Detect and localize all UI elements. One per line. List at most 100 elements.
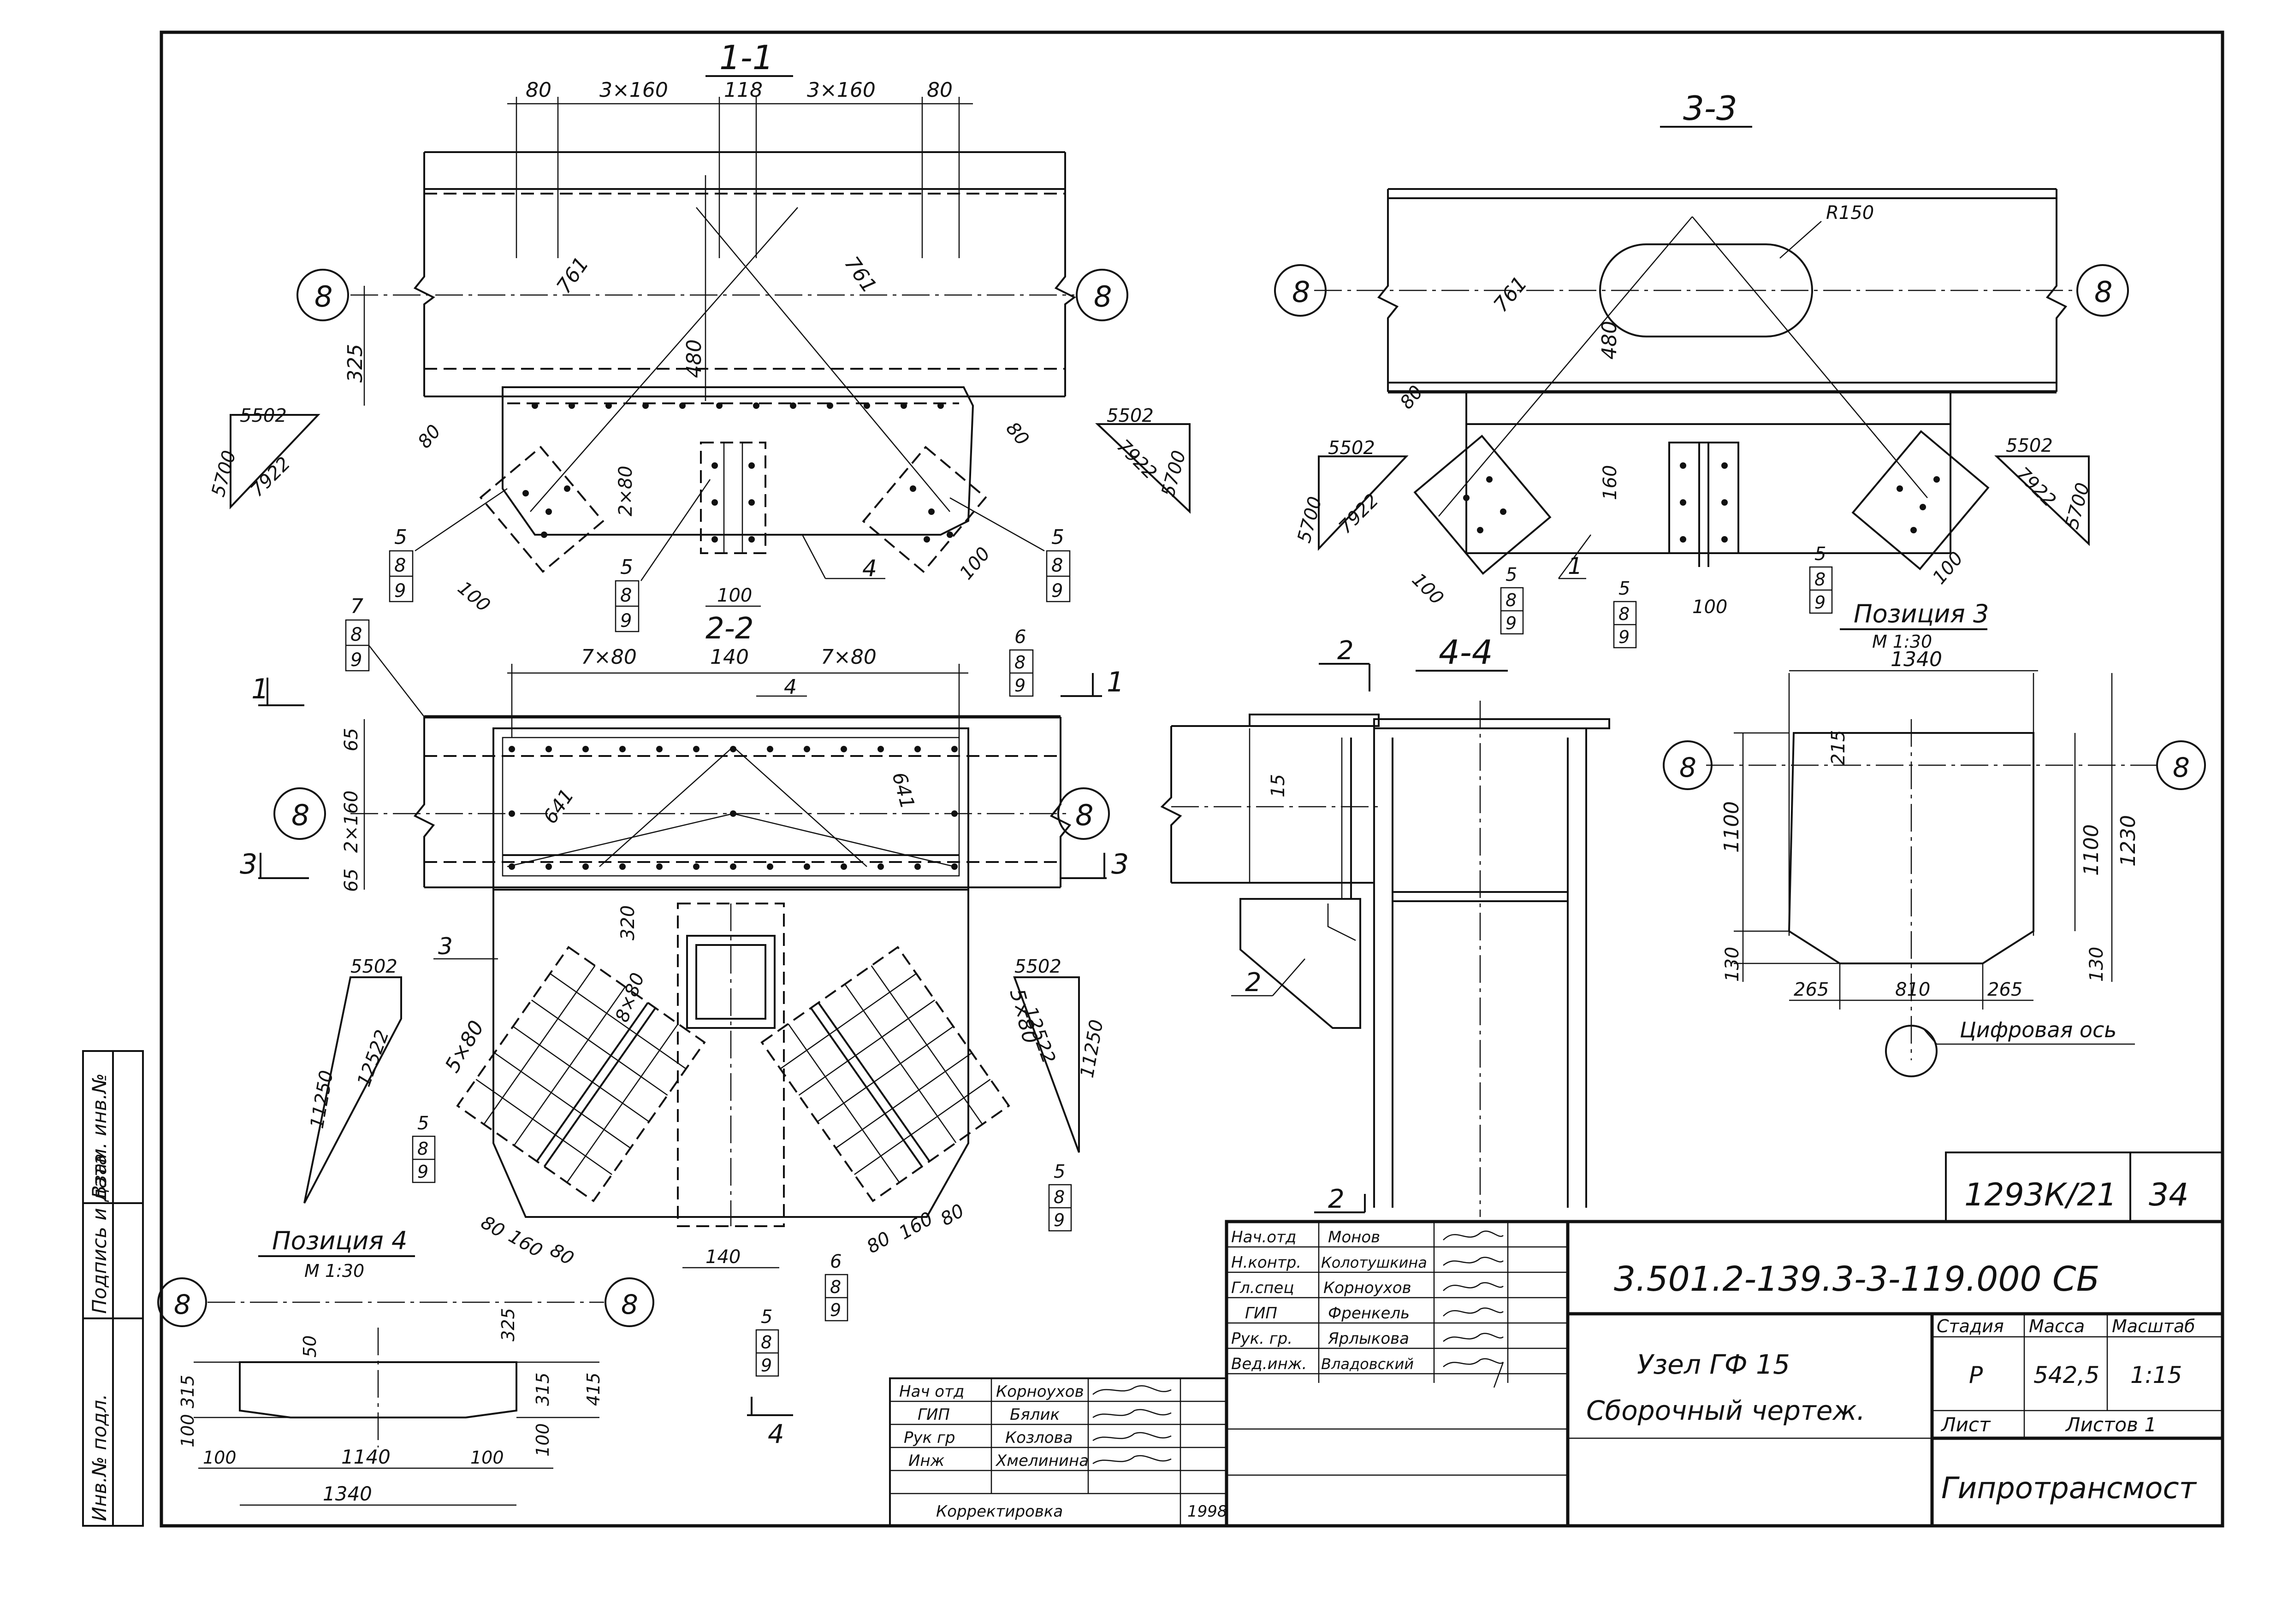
slope-a-v-33l: 5502: [1328, 437, 1375, 459]
position3-title: Позиция 3: [1854, 599, 1989, 628]
pos-9-g1: 9: [417, 1162, 428, 1182]
cut-mark-3-right: 3: [1111, 848, 1129, 880]
dim-761-left: 761: [552, 253, 593, 298]
pos-9-a: 9: [394, 580, 406, 602]
stamp-name-2: Корноухов: [1323, 1279, 1411, 1297]
dim-100-center: 100: [717, 585, 752, 606]
dim-265-p3-right: 265: [1987, 979, 2022, 1000]
dim-325-p4: 325: [498, 1308, 518, 1341]
dim-100-p4-right: 100: [470, 1447, 504, 1468]
dim-15: 15: [1268, 774, 1289, 797]
pos-8-b: 8: [620, 585, 632, 606]
dim-80-lower-right: 80: [1002, 418, 1033, 450]
dim-80-left: 80: [526, 78, 551, 102]
strip-label-replace: Взам. инв.№: [88, 1073, 111, 1199]
dim-1340-p3: 1340: [1891, 648, 1942, 671]
pos-8-a: 8: [394, 555, 406, 576]
stamp-scale: 1:15: [2130, 1362, 2182, 1388]
dim-1230-p3: 1230: [2116, 815, 2140, 867]
dim-7x80-left: 7×80: [581, 645, 637, 669]
dim-3x160-left: 3×160: [599, 78, 668, 102]
dim-315-p4-right: 315: [533, 1372, 553, 1406]
stamp-mass: 542,5: [2033, 1362, 2099, 1388]
dim-315-p4-left: 315: [178, 1375, 198, 1408]
slot-r150: [1599, 243, 1813, 337]
dim-641-right: 641: [888, 770, 919, 811]
slope-a-v-right: 5502: [1107, 405, 1154, 426]
slope-a-s-33l: 7922: [1335, 490, 1383, 538]
pos-8-33c: 8: [1814, 569, 1826, 590]
stamp-inventory-no: 1293К/21: [1964, 1177, 2117, 1213]
stamp-title-2: Сборочный чертеж.: [1586, 1395, 1865, 1426]
stamp2-name-1: Бялик: [1010, 1405, 1060, 1424]
view-1-1: 1-1 80 3×160 118 3×160 80 761 761 480: [207, 38, 1191, 632]
slope-b-v-right: 5502: [1014, 956, 1061, 977]
stamp-code: 3.501.2-139.3-3-119.000 СБ: [1614, 1259, 2099, 1299]
dim-480-33: 480: [1598, 321, 1621, 360]
digital-axis-label: Цифровая ось: [1960, 1017, 2116, 1042]
stamp2-role-0: Нач отд: [899, 1382, 964, 1401]
dim-2x160: 2×160: [341, 791, 362, 853]
stamp-correction: Нач отд ГИП Рук гр Инж Корноухов Бялик К…: [889, 1377, 1227, 1527]
pos-8-g3: 8: [761, 1332, 772, 1352]
dim-2x80: 2×80: [615, 466, 636, 516]
pos-4-b: 4: [784, 675, 797, 699]
cut-mark-2-bottom: 2: [1328, 1184, 1345, 1214]
dim-118: 118: [724, 78, 763, 102]
axis-bubble-p4-left: [157, 1277, 207, 1327]
axis-label-2-2-left: 8: [291, 798, 309, 832]
stamp-stage: Р: [1969, 1362, 1983, 1388]
dim-65-top: 65: [341, 728, 362, 751]
pos-4-a: 4: [862, 555, 877, 582]
dim-80-lower-left: 80: [414, 421, 445, 453]
stamp-role-2: Гл.спец: [1231, 1279, 1294, 1297]
slope-b-v-left: 5502: [350, 956, 397, 977]
pos-5-33b: 5: [1618, 578, 1630, 599]
pos-6-a: 6: [1014, 626, 1026, 648]
digital-axis-bubble: [1885, 1025, 1938, 1077]
stamp-role-0: Нач.отд: [1231, 1228, 1296, 1246]
dim-7x80-right: 7×80: [821, 645, 877, 669]
stamp2-role-2: Рук гр: [904, 1429, 955, 1447]
section-title-4-4: 4-4: [1439, 633, 1493, 672]
pos-5-g1: 5: [417, 1113, 429, 1134]
stamp-role-5: Вед.инж.: [1231, 1355, 1307, 1373]
pos-8-g2: 8: [830, 1277, 841, 1297]
dim-160-gl: 160: [505, 1226, 546, 1262]
stamp-name-3: Френкель: [1328, 1304, 1410, 1323]
dim-80-gr1: 80: [863, 1228, 894, 1258]
dim-100-right: 100: [955, 543, 994, 584]
title-block: Нач.отд Н.контр. Гл.спец ГИП Рук. гр. Ве…: [1225, 1152, 2224, 1528]
pos-9-g3: 9: [761, 1355, 772, 1376]
dim-100-33: 100: [1692, 596, 1727, 618]
dim-160-33: 160: [1600, 465, 1621, 500]
dim-3x160-right: 3×160: [807, 78, 876, 102]
pos-9-33b: 9: [1618, 627, 1630, 647]
dim-1100-p3-left: 1100: [1720, 801, 1743, 853]
view-4-4: 4-4 2 15 2 2: [1160, 633, 1610, 1217]
stamp2-name-2: Козлова: [1005, 1429, 1073, 1447]
pos-8-d: 8: [350, 624, 362, 645]
axis-label-3-3-right: 8: [2094, 275, 2112, 309]
axis-bubble-3-3-left: [1274, 264, 1327, 317]
axis-bubble-1-1-right: [1076, 269, 1128, 321]
dim-80-33: 80: [1396, 382, 1427, 413]
signatures: [1443, 1230, 1504, 1388]
pos-5-b: 5: [620, 555, 633, 579]
pos-1-33: 1: [1568, 553, 1583, 579]
stamp2-role-1: ГИП: [918, 1405, 950, 1424]
cut-mark-4: 4: [768, 1419, 784, 1449]
pos-7: 7: [350, 595, 363, 618]
stamp-name-1: Колотушкина: [1321, 1254, 1427, 1271]
axis-bubble-p3-right: [2156, 740, 2206, 790]
stamp-mass-hdr: Масса: [2029, 1316, 2085, 1336]
axis-bubble-p4-right: [605, 1277, 654, 1327]
pos-5-33a: 5: [1506, 564, 1517, 585]
dim-100-p4-vleft: 100: [178, 1414, 198, 1447]
slope-a-h-left: 5700: [207, 448, 240, 499]
dim-320: 320: [617, 905, 639, 940]
side-strip: Инв.№ подл. Подпись и дата Взам. инв.№: [82, 1050, 144, 1527]
axis-label-p4-right: 8: [621, 1289, 638, 1320]
pos-9-33c: 9: [1814, 592, 1826, 613]
